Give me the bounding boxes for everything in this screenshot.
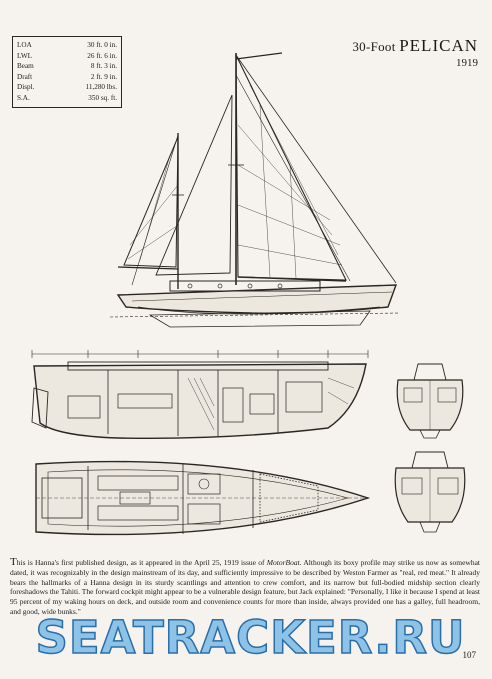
- spec-value: 11,280 lbs.: [85, 83, 117, 91]
- sail-plan-drawing: [110, 52, 400, 328]
- spec-label: Draft: [17, 72, 33, 81]
- deck-plan-drawing: [35, 460, 371, 536]
- spec-row: Displ. 11,280 lbs.: [17, 82, 117, 93]
- magazine-title: MotorBoat: [266, 558, 300, 567]
- spec-label: S.A.: [17, 93, 30, 102]
- caption-paragraph: This is Hanna's first published design, …: [10, 556, 480, 617]
- title-prefix: 30-Foot: [352, 39, 396, 54]
- spec-row: Draft 2 ft. 9 in.: [17, 72, 117, 83]
- spec-value: 2 ft. 9 in.: [90, 72, 117, 81]
- caption-body: . Although its boxy profile may strike u…: [10, 558, 480, 616]
- spec-label: LOA: [17, 41, 32, 49]
- caption-intro: his is Hanna's first published design, a…: [16, 558, 267, 567]
- title-line: 30-Foot PELICAN: [352, 36, 478, 56]
- spec-label: Beam: [17, 62, 34, 70]
- spec-value: 8 ft. 3 in.: [90, 62, 117, 70]
- drop-cap: T: [10, 556, 17, 568]
- page-number: 107: [462, 650, 477, 660]
- spec-value: 30 ft. 0 in.: [87, 41, 117, 49]
- spec-value: 26 ft. 6 in.: [87, 51, 117, 60]
- spec-row: S.A. 350 sq. ft.: [17, 93, 117, 104]
- spec-row: LWL 26 ft. 6 in.: [17, 51, 117, 62]
- boat-name: PELICAN: [399, 36, 478, 55]
- spec-label: Displ.: [17, 83, 35, 91]
- spec-row: Beam 8 ft. 3 in.: [17, 61, 117, 72]
- spec-label: LWL: [17, 51, 33, 60]
- midship-sections-drawing: [394, 363, 466, 533]
- specifications-table: LOA 30 ft. 0 in. LWL 26 ft. 6 in. Beam 8…: [12, 36, 122, 108]
- spec-row: LOA 30 ft. 0 in.: [17, 40, 117, 51]
- design-year: 1919: [456, 57, 478, 69]
- design-title: 30-Foot PELICAN 1919: [352, 36, 478, 69]
- inboard-profile-drawing: [31, 350, 369, 439]
- watermark-text: SEATRACKER.RU: [35, 610, 466, 665]
- spec-value: 350 sq. ft.: [88, 93, 117, 102]
